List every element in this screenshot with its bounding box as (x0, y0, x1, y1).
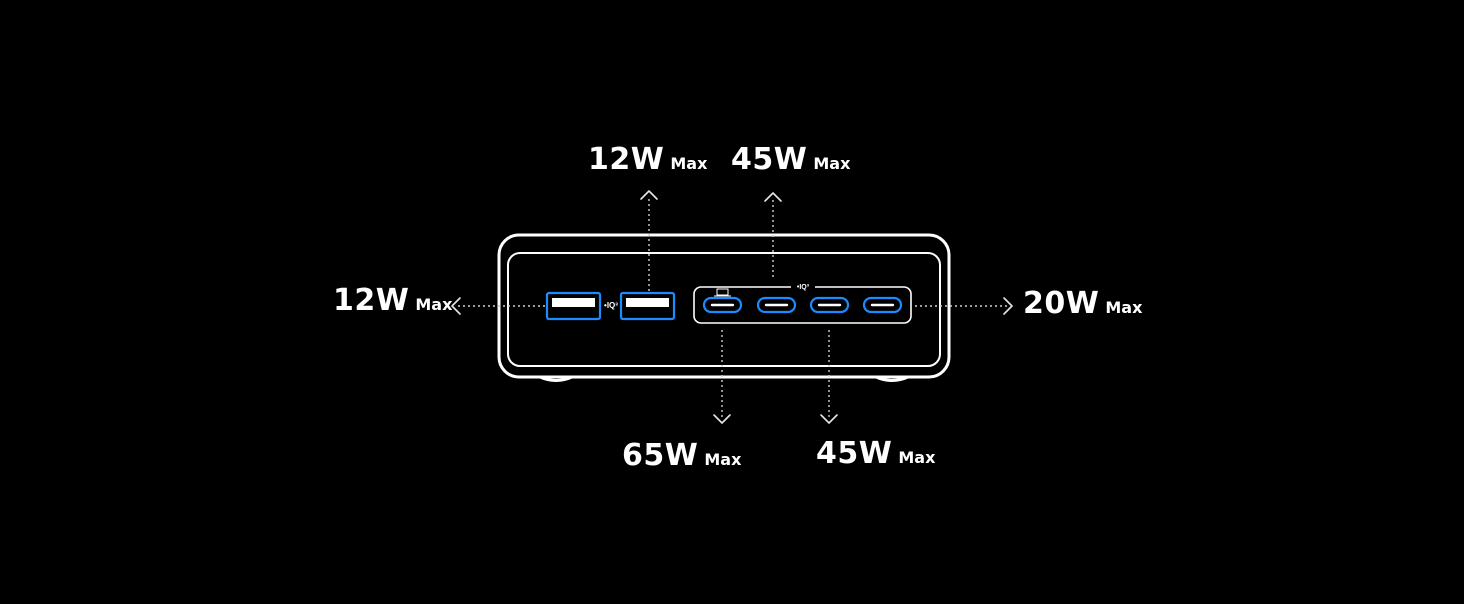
usb-a-right-wattage: 12W Max (588, 145, 707, 175)
wattage-suffix: Max (1105, 298, 1143, 317)
wattage-suffix: Max (415, 295, 453, 314)
usb-a-iq-badge: •IQ³ (604, 301, 618, 310)
usb-c-iq-badge: •IQ³ (797, 284, 810, 291)
usb-c-2-wattage: 45W Max (731, 145, 850, 175)
usb-c-port-3 (809, 296, 850, 314)
arrow-up-icon (640, 190, 658, 200)
usb-c-port-4 (862, 296, 903, 314)
arrow-up-icon (764, 192, 782, 202)
wattage-value: 20W (1023, 286, 1100, 321)
usb-a-port-right (619, 291, 676, 321)
usb-c-4-wattage: 20W Max (1023, 289, 1142, 319)
usb-a-left-wattage: 12W Max (333, 286, 452, 316)
wattage-value: 65W (622, 438, 699, 473)
arrow-down-icon (820, 414, 838, 424)
wattage-suffix: Max (813, 154, 851, 173)
wattage-value: 12W (333, 283, 410, 318)
usb-c-1-wattage: 65W Max (622, 441, 741, 471)
usb-c-3-wattage: 45W Max (816, 439, 935, 469)
arrow-left-icon (451, 297, 461, 315)
wattage-value: 45W (816, 436, 893, 471)
charger-face-outline (507, 252, 941, 367)
wattage-value: 45W (731, 142, 808, 177)
arrow-down-icon (713, 414, 731, 424)
laptop-icon (714, 288, 731, 297)
wattage-suffix: Max (704, 450, 742, 469)
usb-c-port-2 (756, 296, 797, 314)
arrow-right-icon (1003, 297, 1013, 315)
usb-c-port-1 (702, 296, 743, 314)
usb-c-iq-badge-gap (791, 283, 815, 291)
usb-a-port-left (545, 291, 602, 321)
wattage-suffix: Max (670, 154, 708, 173)
wattage-value: 12W (588, 142, 665, 177)
wattage-suffix: Max (898, 448, 936, 467)
